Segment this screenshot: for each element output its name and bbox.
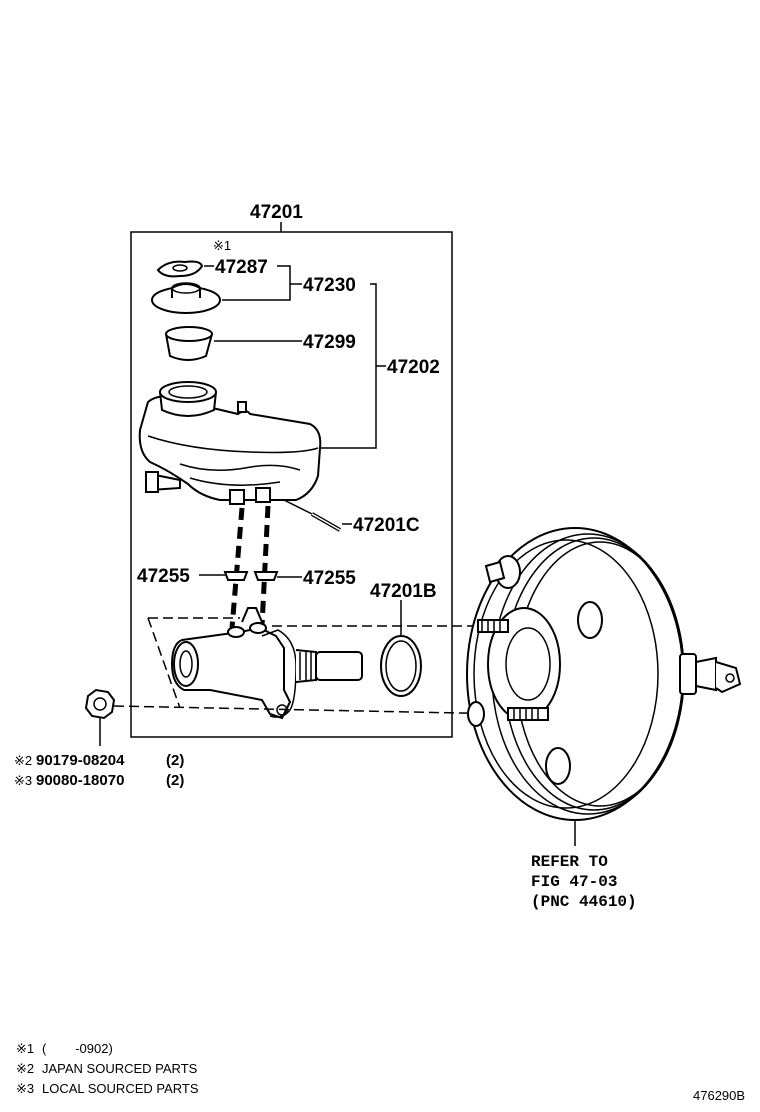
legend-3-mark: ※3 xyxy=(16,1081,34,1096)
legend-2-mark: ※2 xyxy=(16,1061,34,1076)
legend-3-text: LOCAL SOURCED PARTS xyxy=(42,1081,199,1096)
part-47255-grommet-right[interactable] xyxy=(253,571,279,581)
part-47201c-pin[interactable] xyxy=(311,512,341,532)
legend-1-text: ( -0902) xyxy=(42,1041,113,1056)
legend-2-text: JAPAN SOURCED PARTS xyxy=(42,1061,198,1076)
callout-47255-right[interactable]: 47255 xyxy=(303,568,356,589)
refer-line3: (PNC 44610) xyxy=(531,893,637,911)
callout-47287[interactable]: 47287 xyxy=(215,257,268,278)
refer-line1: REFER TO xyxy=(531,853,608,871)
part-47255-grommet-left[interactable] xyxy=(223,571,249,581)
callout-47299[interactable]: 47299 xyxy=(303,332,356,353)
legend-1-mark: ※1 xyxy=(16,1041,34,1056)
callout-47201[interactable]: 47201 xyxy=(250,202,303,223)
callout-47230[interactable]: 47230 xyxy=(303,275,356,296)
figure-code: 476290B xyxy=(693,1088,745,1103)
callout-47202[interactable]: 47202 xyxy=(387,357,440,378)
part-47299-strainer[interactable] xyxy=(165,326,213,361)
part-reservoir-tank[interactable] xyxy=(138,381,322,505)
part-master-cylinder[interactable] xyxy=(147,607,363,720)
nut2-qty: (2) xyxy=(166,772,184,789)
refer-line2[interactable]: FIG 47-03 xyxy=(531,873,617,891)
nut1-mark: ※2 xyxy=(14,753,32,768)
callout-47201c[interactable]: 47201C xyxy=(353,515,420,536)
part-cap[interactable] xyxy=(151,282,221,314)
nut2-mark: ※3 xyxy=(14,773,32,788)
nut1-number[interactable]: 90179-08204 xyxy=(36,752,125,769)
part-47287-gasket[interactable] xyxy=(156,260,204,278)
note1-mark: ※1 xyxy=(213,238,231,253)
part-flange-nut[interactable] xyxy=(84,688,116,720)
part-47201b-o-ring[interactable] xyxy=(380,635,422,697)
nut1-qty: (2) xyxy=(166,752,184,769)
nut2-number[interactable]: 90080-18070 xyxy=(36,772,124,789)
callout-47201b[interactable]: 47201B xyxy=(370,581,437,602)
assembly-47201-frame xyxy=(130,222,453,738)
part-brake-booster[interactable] xyxy=(466,527,742,821)
callout-47255-left[interactable]: 47255 xyxy=(137,566,190,587)
